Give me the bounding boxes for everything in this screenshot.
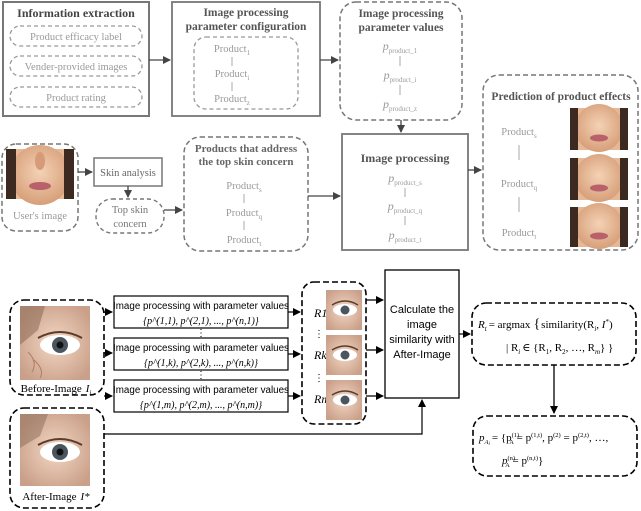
prediction-photo-q (570, 154, 628, 202)
prediction-product-q: Productq (501, 179, 538, 192)
processing-row-1: Image processing with parameter values {… (113, 295, 289, 329)
processing-row-1-set: {p^(1,1), p^(2,1), ..., p^(n,1)} (143, 316, 259, 327)
calc-line-1: Calculate the (390, 304, 454, 316)
top-skin-concern-box: Top skin concern (95, 198, 165, 234)
result-rm-eye-photo (326, 380, 362, 420)
parameter-values-box: Image processing parameter values pprodu… (339, 1, 463, 121)
skin-analysis-label: Skin analysis (100, 168, 156, 179)
info-item-product-rating: Product rating (46, 93, 107, 104)
processing-row-1-title: Image processing with parameter values (113, 301, 289, 312)
image-processing-box: Image processing pproduct_s pproduct_q p… (341, 133, 469, 251)
config-product-z: Productz (214, 94, 250, 107)
results-ellipsis-1: ⋮ (314, 329, 324, 340)
processing-value-q: pproduct_q (387, 199, 423, 215)
image-processing-title: Image processing (361, 151, 450, 165)
calc-line-2: image (407, 319, 437, 331)
formula-line-2: | Ri∈ {R1, R2, …, Rm} } (506, 342, 613, 356)
products-address-box: Products that address the top skin conce… (183, 136, 309, 252)
info-item-efficacy-label: Product efficacy label (30, 32, 122, 43)
top-skin-concern-line1: Top skin (112, 205, 149, 216)
processing-row-m: Image processing with parameter values {… (113, 379, 289, 413)
row-ellipsis-2: ⋮ (196, 370, 206, 381)
parameter-configuration-title-line1: Image processing (203, 7, 288, 19)
result-rk: Rk (313, 348, 327, 362)
address-product-s: Products (226, 181, 262, 194)
result-rm: Rm (313, 392, 330, 406)
parameter-values-title-line1: Image processing (358, 8, 443, 20)
prediction-product-s: Products (501, 127, 537, 140)
prediction-title: Prediction of product effects (491, 91, 631, 103)
processing-row-k-set: {p^(1,k), p^(2,k), ..., p^(n,k)} (144, 358, 258, 369)
processing-row-k-title: Image processing with parameter values (113, 343, 289, 354)
parameter-configuration-box: Image processing parameter configuration… (171, 1, 321, 117)
address-product-t: Productt (227, 235, 262, 248)
users-image-label: User's image (13, 211, 67, 222)
products-address-title-line2: the top skin concern (198, 156, 293, 168)
after-eye-photo (20, 414, 90, 486)
processing-value-t: pproduct_t (388, 228, 422, 244)
processing-row-m-title: Image processing with parameter values (113, 385, 289, 396)
param-value-i: pproduct_i (383, 68, 417, 84)
prediction-box: Prediction of product effects Products P… (482, 74, 639, 251)
users-face-photo (6, 145, 74, 205)
result-rk-eye-photo (326, 335, 362, 375)
prediction-photo-t (570, 203, 628, 249)
info-item-vender-images: Vender-provided images (25, 62, 128, 73)
information-extraction-box: Information extraction Product efficacy … (2, 1, 150, 117)
prediction-product-t: Productt (502, 228, 537, 241)
calc-line-3: similarity with (389, 334, 454, 346)
config-product-1: Product1 (214, 44, 251, 57)
param-result-line-1: pAi= {p(1)A = p(1,t), p(2) = p(2,t), …, (478, 432, 608, 447)
before-eye-photo (20, 306, 90, 380)
result-r1-eye-photo (326, 290, 362, 330)
processing-row-k: Image processing with parameter values {… (113, 337, 289, 371)
users-image-box: User's image (1, 143, 79, 232)
param-value-1: pproduct_1 (382, 39, 418, 55)
calc-line-4: After-Image (393, 349, 450, 361)
calculate-similarity-box: Calculate the image similarity with Afte… (384, 269, 460, 399)
processing-value-s: pproduct_s (387, 171, 422, 187)
skin-analysis-box: Skin analysis (93, 157, 163, 187)
param-value-z: pproduct_z (382, 97, 417, 113)
address-product-q: Productq (226, 208, 263, 221)
result-r1: R1 (313, 306, 327, 320)
products-address-title-line1: Products that address (195, 143, 298, 155)
top-skin-concern-line2: concern (113, 219, 147, 230)
row-ellipsis-1: ⋮ (196, 328, 206, 339)
parameter-configuration-title-line2: parameter configuration (186, 21, 307, 33)
prediction-photo-s (570, 104, 628, 152)
parameter-result-box: pAi= {p(1)A = p(1,t), p(2) = p(2,t), …, … (472, 415, 638, 477)
results-ellipsis-2: ⋮ (314, 373, 324, 384)
argmax-formula-box: Rt= argmax{similarity(Ri, I*) | Ri∈ {R1,… (471, 302, 637, 366)
arrow-after-to-calc (104, 399, 426, 435)
information-extraction-title: Information extraction (17, 6, 135, 20)
param-result-line-2: p(n)A = p(n,t)} (501, 455, 543, 469)
config-product-i: Producti (215, 69, 250, 82)
results-column: R1 ⋮ Rk ⋮ Rm (301, 281, 367, 425)
formula-line-1: Rt= argmax{similarity(Ri, I*) (477, 317, 613, 333)
parameter-values-title-line2: parameter values (358, 22, 444, 34)
processing-row-m-set: {p^(1,m), p^(2,m), ..., p^(n,m)} (140, 400, 262, 411)
